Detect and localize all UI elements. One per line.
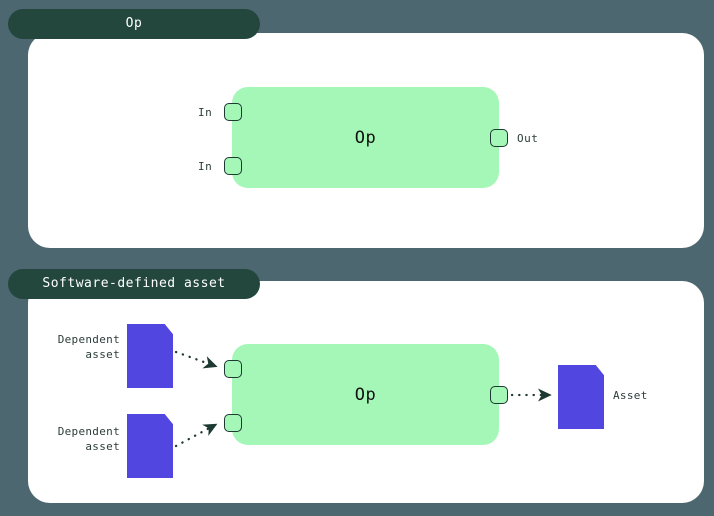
port-out-1[interactable] — [490, 129, 508, 147]
label-dependent-asset-2: Dependent asset — [57, 425, 120, 453]
label-dependent-asset-1: Dependent asset — [57, 333, 120, 361]
panel-tab-software-defined-asset[interactable]: Software-defined asset — [8, 269, 260, 299]
panel-tab-op[interactable]: Op — [8, 9, 260, 39]
op-node-2[interactable]: Op — [232, 344, 499, 445]
op-node-1[interactable]: Op — [232, 87, 499, 188]
document-icon-dependent-asset-1[interactable] — [127, 324, 173, 388]
port-label-out-1: Out — [517, 132, 539, 145]
label-asset: Asset — [613, 389, 648, 402]
port-label-in-1: In — [198, 106, 213, 119]
port-in-3[interactable] — [224, 360, 242, 378]
port-in-2[interactable] — [224, 157, 242, 175]
port-out-2[interactable] — [490, 386, 508, 404]
port-in-1[interactable] — [224, 103, 242, 121]
document-icon-dependent-asset-2[interactable] — [127, 414, 173, 478]
document-icon-asset[interactable] — [558, 365, 604, 429]
port-label-in-2: In — [198, 160, 213, 173]
port-in-4[interactable] — [224, 414, 242, 432]
